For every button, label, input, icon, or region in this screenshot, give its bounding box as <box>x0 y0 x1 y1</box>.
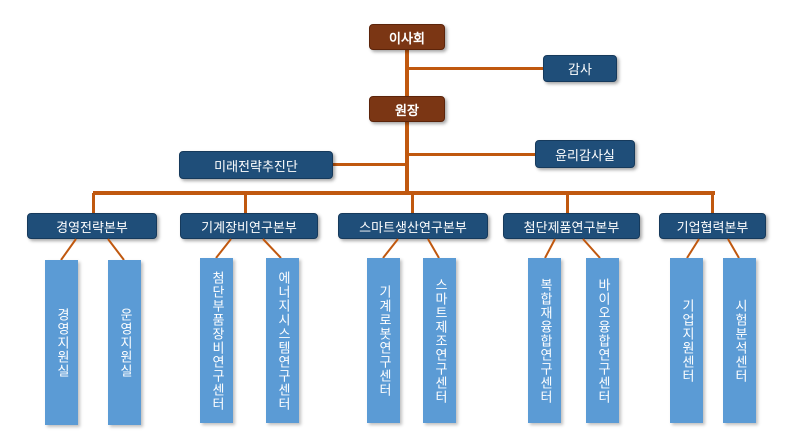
unit-connector <box>582 238 601 259</box>
unit-box: 기업지원센터 <box>670 258 703 423</box>
unit-connector <box>382 238 399 259</box>
unit-box: 바이오융합연구센터 <box>586 258 619 423</box>
ethics-office-box: 윤리감사실 <box>535 140 635 168</box>
unit-connector <box>262 238 282 259</box>
division-box-3: 스마트생산연구본부 <box>338 213 488 239</box>
unit-connector <box>215 238 232 259</box>
unit-connector <box>727 238 740 259</box>
connector-division-5 <box>711 193 714 213</box>
unit-box: 시험분석센터 <box>723 258 756 423</box>
connector-ethics-office <box>407 153 537 156</box>
division-box-4: 첨단제품연구본부 <box>503 213 640 239</box>
unit-box: 복합재융합연구센터 <box>528 258 561 423</box>
connector-division-3 <box>411 193 414 213</box>
strategy-team-box: 미래전략추진단 <box>179 151 333 179</box>
president-box: 원장 <box>369 96 445 122</box>
connector-division-bus <box>93 191 715 195</box>
connector-division-2 <box>244 193 247 213</box>
unit-box: 에너지시스템연구센터 <box>266 258 299 423</box>
unit-connector <box>544 238 556 259</box>
unit-box: 경영지원실 <box>45 260 78 425</box>
division-box-1: 경영전략본부 <box>27 213 157 239</box>
unit-connector <box>686 238 700 259</box>
connector-auditor <box>407 67 545 70</box>
division-box-5: 기업협력본부 <box>659 213 766 239</box>
division-box-2: 기계장비연구본부 <box>180 213 318 239</box>
connector-division-4 <box>566 193 569 213</box>
unit-connector <box>107 238 125 261</box>
auditor-box: 감사 <box>543 55 617 82</box>
unit-connector <box>427 238 440 259</box>
unit-box: 기계로봇연구센터 <box>367 258 400 423</box>
unit-box: 첨단부품장비연구센터 <box>200 258 233 423</box>
unit-box: 운영지원실 <box>108 260 141 425</box>
unit-connector <box>60 238 77 261</box>
connector-division-1 <box>92 193 95 213</box>
unit-box: 스마트제조연구센터 <box>423 258 456 423</box>
connector-strategy-team <box>333 163 407 166</box>
board-box: 이사회 <box>369 24 445 50</box>
